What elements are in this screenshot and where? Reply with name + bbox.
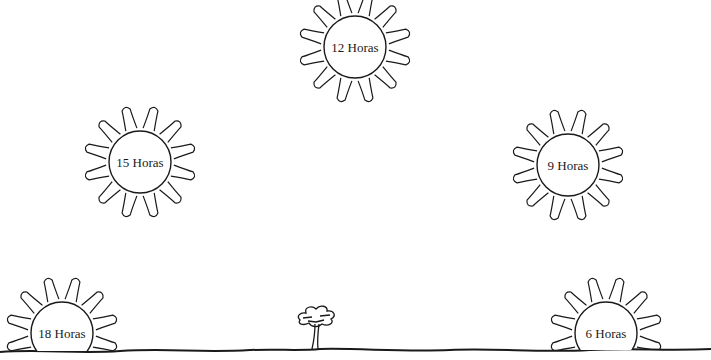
hour-label: 9 Horas	[548, 159, 589, 172]
sun-circle: 12 Horas	[295, 0, 415, 107]
sun-rays	[295, 0, 415, 107]
sun-circle: 15 Horas	[80, 102, 200, 222]
sun-circle: 9 Horas	[508, 105, 628, 225]
hour-label: 6 Horas	[586, 327, 627, 340]
hour-label: 18 Horas	[38, 327, 85, 340]
hour-label: 12 Horas	[331, 41, 378, 54]
sun-circle: 6 Horas	[546, 273, 666, 350]
sun-circle: 18 Horas	[2, 273, 122, 351]
hour-label: 15 Horas	[116, 156, 163, 169]
tree	[298, 306, 334, 349]
